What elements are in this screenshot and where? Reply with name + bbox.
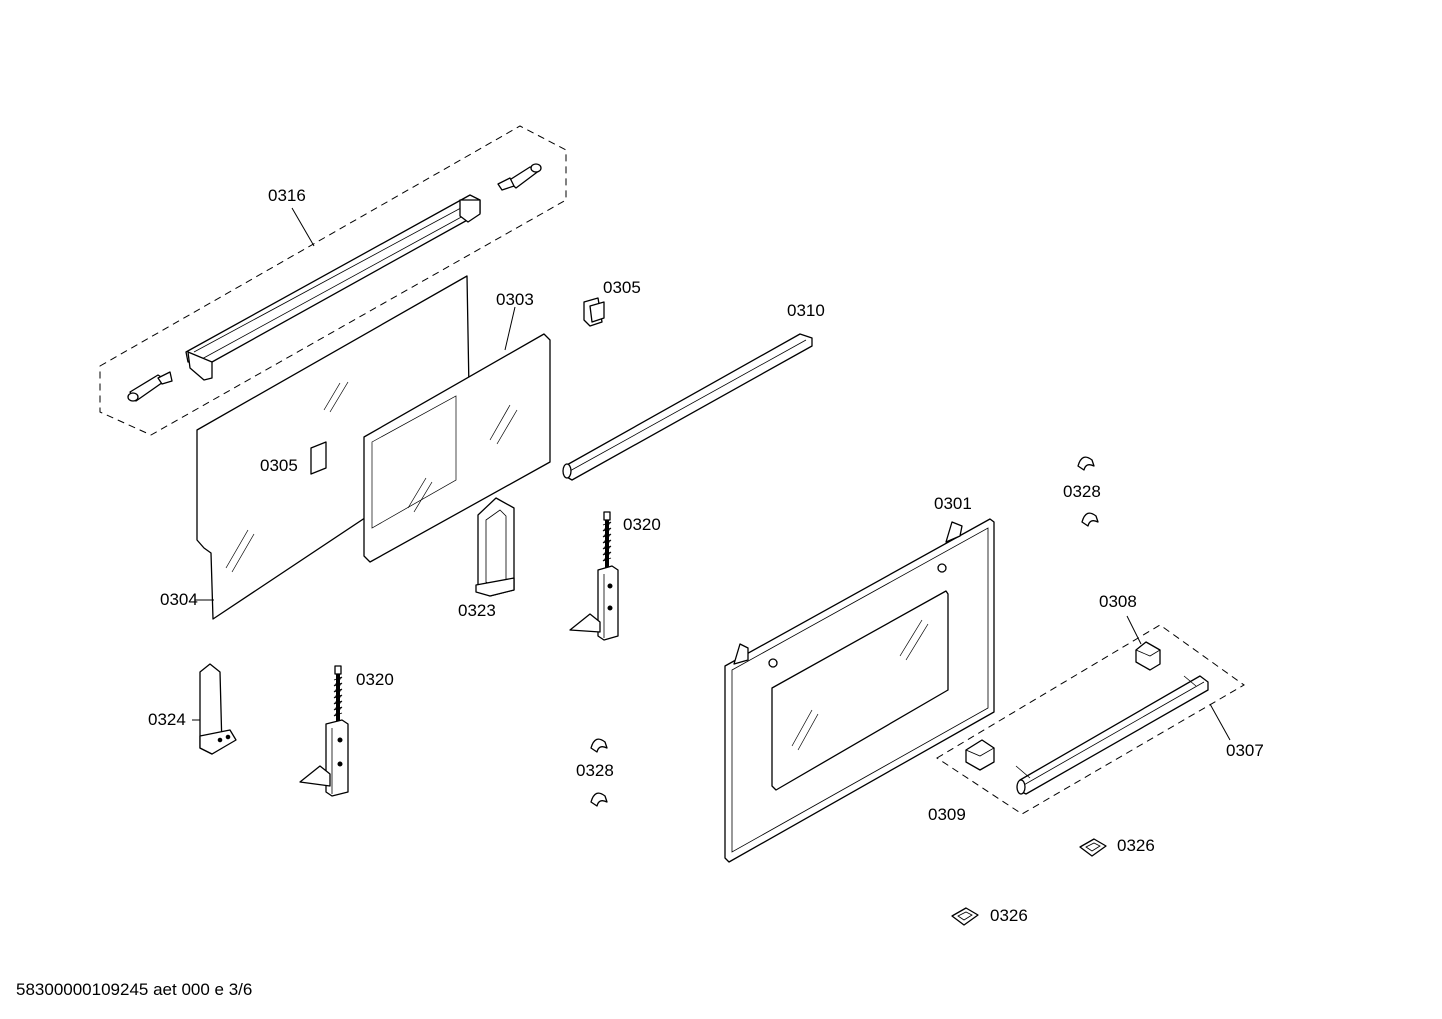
part-0320-hinge-lower: 0320	[299, 665, 394, 797]
part-0316-dashed-outline	[99, 125, 567, 436]
part-0307-handle-group: 0307	[936, 624, 1264, 815]
label-0310: 0310	[787, 301, 825, 320]
part-0316-pin-right	[497, 163, 542, 191]
part-0307-handle-bar	[1017, 675, 1209, 795]
label-0326-bottom: 0326	[990, 906, 1028, 925]
label-0324: 0324	[148, 710, 186, 729]
label-0303: 0303	[496, 290, 534, 309]
part-0324-bracket: 0324	[148, 663, 237, 755]
label-0320-lower: 0320	[356, 670, 394, 689]
part-0307-dashed-outline	[936, 624, 1245, 815]
part-0309-end-cap: 0309	[928, 739, 995, 824]
part-0310-rod: 0310	[562, 301, 825, 481]
part-0326-clip-bottom: 0326	[951, 906, 1028, 926]
label-0323: 0323	[458, 601, 496, 620]
part-0326-clip-right: 0326	[1079, 836, 1155, 857]
part-0308-end-cap: 0308	[1099, 592, 1161, 671]
part-0305-clip-top: 0305	[583, 278, 641, 327]
part-0320-hinge-upper: 0320	[569, 511, 661, 641]
part-0303-outline	[363, 333, 551, 563]
label-0305-left: 0305	[260, 456, 298, 475]
part-0301-door-panel: 0301	[724, 494, 995, 863]
label-0305-top: 0305	[603, 278, 641, 297]
part-0328-caps-lower: 0328	[576, 738, 614, 807]
part-0323-bracket: 0323	[458, 497, 515, 620]
label-0307: 0307	[1226, 741, 1264, 760]
label-0304: 0304	[160, 590, 198, 609]
label-0301: 0301	[934, 494, 972, 513]
label-0328-lower: 0328	[576, 761, 614, 780]
part-0316-pin-left	[127, 371, 173, 402]
label-0308: 0308	[1099, 592, 1137, 611]
label-0320-upper: 0320	[623, 515, 661, 534]
label-0326-right: 0326	[1117, 836, 1155, 855]
label-0328-upper: 0328	[1063, 482, 1101, 501]
part-0328-caps-upper: 0328	[1063, 456, 1101, 527]
label-0309: 0309	[928, 805, 966, 824]
part-0305-clip-left: 0305	[260, 441, 327, 475]
drawing-reference-footer: 58300000109245 aet 000 e 3/6	[16, 980, 253, 999]
part-0316-group: 0316	[99, 125, 567, 436]
label-0316: 0316	[268, 186, 306, 205]
part-0303-inner-glass: 0303	[363, 290, 551, 563]
